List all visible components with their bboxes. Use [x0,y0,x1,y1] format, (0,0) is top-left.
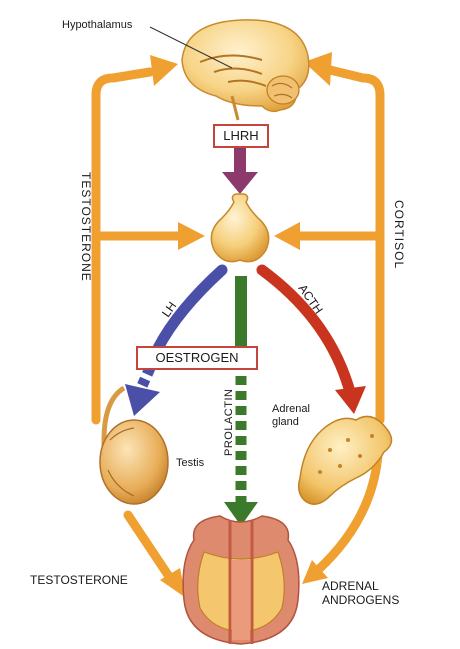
arrowhead-to-hypothalamus-left [150,55,178,86]
hypothalamus-brain [182,20,309,120]
cortisol-side-label: CORTISOL [392,200,406,269]
adrenal-gland-label-line2: gland [272,416,299,428]
arrowhead-to-pituitary-left [178,222,205,250]
testis-to-prostate-line [128,515,170,578]
lhrh-label-box: LHRH [213,124,269,148]
lhrh-arrow [222,148,258,194]
arrowhead-to-pituitary-right [274,222,300,250]
adrenal-gland-label-line1: Adrenal [272,403,310,415]
testosterone-bottom-label: TESTOSTERONE [30,573,128,587]
adrenal-gland [299,416,392,504]
adrenal-androgens-label-line1: ADRENAL [322,579,379,593]
testis-label: Testis [176,457,205,469]
lh-arrow [125,270,222,416]
adrenal-androgens-label-line2: ANDROGENS [322,593,399,607]
prostate-gland [183,516,299,644]
pituitary-gland [211,194,268,262]
oestrogen-label-box: OESTROGEN [136,346,258,370]
testosterone-side-label: TESTOSTERONE [79,172,93,282]
hypothalamus-label: Hypothalamus [62,19,133,31]
prolactin-label: PROLACTIN [223,389,235,456]
